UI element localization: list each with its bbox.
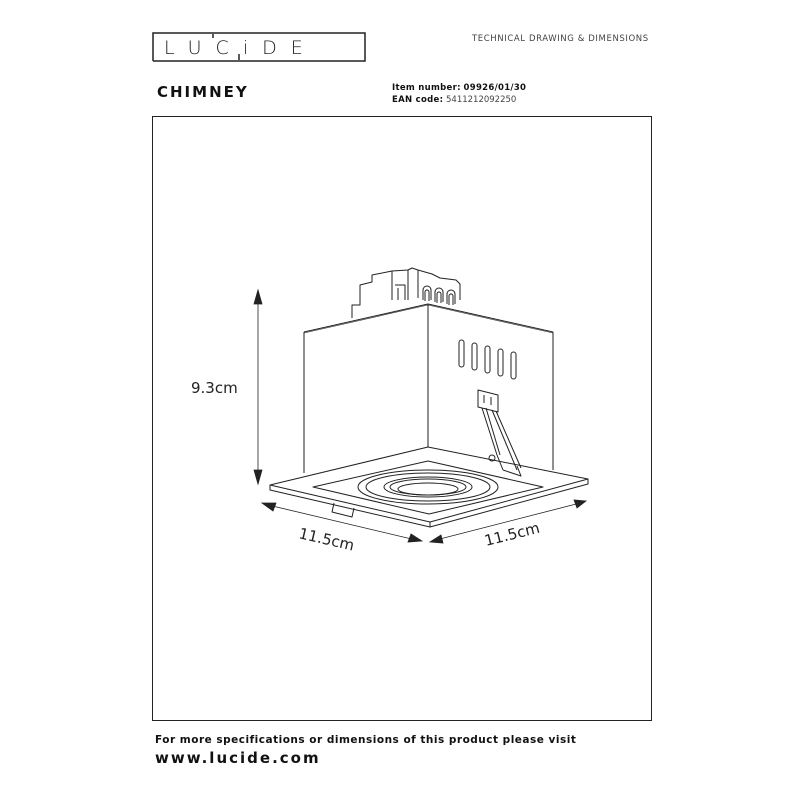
depth-dimension-label: 11.5cm bbox=[483, 519, 542, 550]
logo-text: LUCiDE bbox=[164, 37, 317, 59]
document-type: TECHNICAL DRAWING & DIMENSIONS bbox=[472, 34, 649, 44]
spring-clip bbox=[477, 389, 522, 477]
item-number-value: 09926/01/30 bbox=[463, 83, 527, 93]
lucide-logo: LUCiDE bbox=[152, 32, 366, 62]
ean-value: 5411212092250 bbox=[446, 95, 517, 105]
product-meta: Item number: 09926/01/30 EAN code: 54112… bbox=[392, 82, 526, 106]
housing-box bbox=[303, 303, 554, 473]
item-number-label: Item number: bbox=[392, 83, 461, 93]
website-link[interactable]: www.lucide.com bbox=[155, 749, 321, 767]
height-dimension-label: 9.3cm bbox=[191, 379, 238, 397]
product-name: CHIMNEY bbox=[157, 83, 249, 101]
item-number-row: Item number: 09926/01/30 bbox=[392, 82, 526, 94]
terminal-block bbox=[351, 267, 461, 318]
ean-label: EAN code: bbox=[392, 95, 444, 105]
drawing-frame bbox=[152, 116, 652, 721]
width-dimension-label: 11.5cm bbox=[297, 524, 356, 554]
dimension-lines bbox=[253, 288, 588, 544]
footer-note: For more specifications or dimensions of… bbox=[155, 734, 577, 746]
bezel-plate bbox=[269, 446, 589, 528]
ean-row: EAN code: 5411212092250 bbox=[392, 94, 526, 106]
